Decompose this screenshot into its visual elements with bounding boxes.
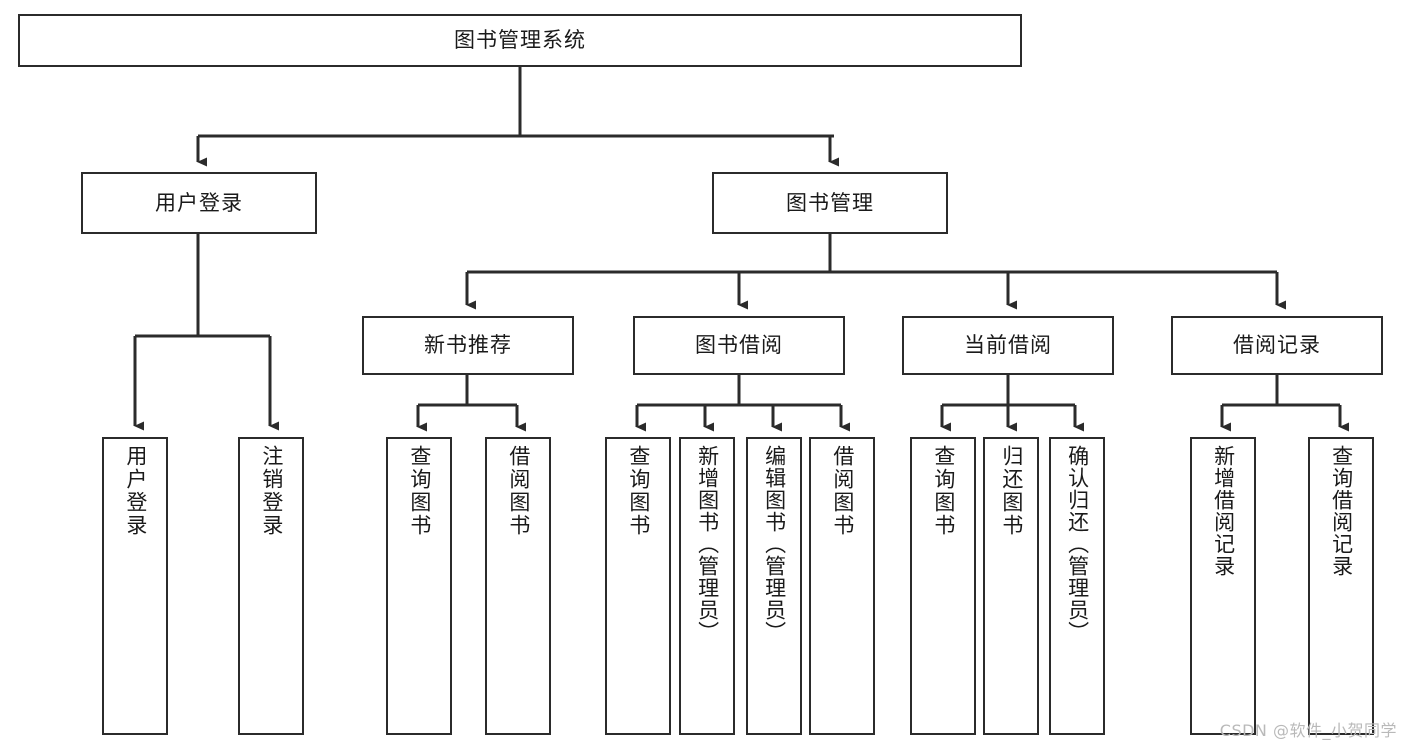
node-current-borrow[interactable]: 当前借阅 (902, 316, 1114, 375)
leaf-label: 用户登录 (123, 445, 148, 537)
leaf-edit-book-admin[interactable]: 编辑图书（管理员） (746, 437, 802, 735)
leaf-label: 新增图书（管理员） (695, 445, 720, 643)
leaf-label: 编辑图书（管理员） (762, 445, 787, 643)
leaf-label: 查询借阅记录 (1329, 445, 1354, 577)
node-new-book-recommend[interactable]: 新书推荐 (362, 316, 574, 375)
node-user-login[interactable]: 用户登录 (81, 172, 317, 234)
node-label: 图书管理 (786, 190, 874, 215)
leaf-query-book-1[interactable]: 查询图书 (386, 437, 452, 735)
leaf-label: 查询图书 (407, 445, 432, 537)
leaf-query-book-2[interactable]: 查询图书 (605, 437, 671, 735)
leaf-confirm-return-admin[interactable]: 确认归还（管理员） (1049, 437, 1105, 735)
leaf-label: 注销登录 (259, 445, 284, 537)
node-label: 当前借阅 (964, 333, 1052, 357)
leaf-label: 归还图书 (999, 445, 1024, 537)
leaf-borrow-book-2[interactable]: 借阅图书 (809, 437, 875, 735)
leaf-query-book-3[interactable]: 查询图书 (910, 437, 976, 735)
leaf-label: 新增借阅记录 (1211, 445, 1236, 577)
leaf-add-book-admin[interactable]: 新增图书（管理员） (679, 437, 735, 735)
node-borrow-record[interactable]: 借阅记录 (1171, 316, 1383, 375)
node-book-borrow[interactable]: 图书借阅 (633, 316, 845, 375)
leaf-return-book[interactable]: 归还图书 (983, 437, 1039, 735)
node-label: 图书借阅 (695, 333, 783, 357)
leaf-user-login[interactable]: 用户登录 (102, 437, 168, 735)
node-label: 借阅记录 (1233, 333, 1321, 357)
csdn-watermark: CSDN @软件_小贺同学 (1219, 721, 1397, 740)
leaf-label: 借阅图书 (830, 445, 855, 537)
leaf-add-borrow-record[interactable]: 新增借阅记录 (1190, 437, 1256, 735)
leaf-label: 查询图书 (626, 445, 651, 537)
node-label: 图书管理系统 (454, 28, 586, 52)
node-label: 用户登录 (155, 190, 243, 215)
node-root-book-management-system[interactable]: 图书管理系统 (18, 14, 1022, 67)
leaf-label: 查询图书 (931, 445, 956, 537)
leaf-label: 借阅图书 (506, 445, 531, 537)
node-book-management[interactable]: 图书管理 (712, 172, 948, 234)
leaf-borrow-book-1[interactable]: 借阅图书 (485, 437, 551, 735)
leaf-label: 确认归还（管理员） (1065, 445, 1090, 643)
leaf-query-borrow-record[interactable]: 查询借阅记录 (1308, 437, 1374, 735)
node-label: 新书推荐 (424, 333, 512, 357)
leaf-logout[interactable]: 注销登录 (238, 437, 304, 735)
